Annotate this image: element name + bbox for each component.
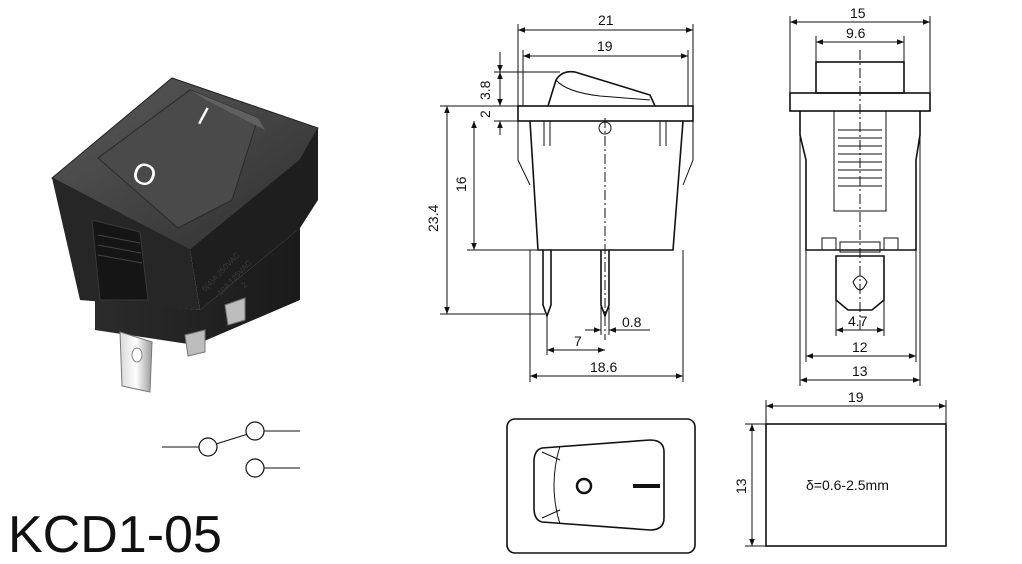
dim-rocker-width: 9.6 [846,25,866,41]
dim-side-body-width: 13 [852,363,868,379]
panel-cutout-drawing: 19 13 δ=0.6-2.5mm [733,389,947,547]
rocker-highlight [190,90,265,130]
rating-line-3: 2 [240,280,250,290]
dim-terminal-thickness: 0.8 [622,314,642,330]
switch-body [95,228,300,345]
top-bezel [506,418,696,554]
top-view-drawing [506,418,696,554]
dim-cutout-width: 19 [848,389,864,405]
dim-front-width-21: 21 [598,12,614,28]
top-rocker [533,439,665,531]
front-terminal-middle [600,250,610,319]
model-name: KCD1-05 [8,506,222,564]
side-body [799,111,921,251]
snap-clip [91,219,149,301]
dim-total-height: 23.4 [425,205,441,232]
front-view-drawing: 21 19 3.8 2 23.4 16 0.8 7 [425,12,694,382]
front-rocker [547,70,656,107]
dim-rocker-height: 3.8 [477,80,493,100]
spdt-switch-symbol-icon [162,421,300,478]
dim-body-height: 16 [453,176,469,192]
cutout-rect [765,423,947,547]
terminal-rear [224,297,246,326]
dim-front-body-width: 18.6 [590,359,617,375]
panel-thickness-note: δ=0.6-2.5mm [806,477,889,493]
rocker [97,89,259,229]
dim-bezel-thickness: 2 [477,110,493,118]
side-terminal [835,255,885,311]
dim-terminal-spacing: 7 [574,333,582,349]
side-terminal-hole [852,275,868,291]
dim-terminal-width: 4.7 [848,313,868,329]
dim-side-body-lower: 12 [852,339,868,355]
terminal-middle [184,329,206,357]
top-off-symbol [575,477,593,495]
switch-photo: I O 6(4)A 250VAC 10A 125VAC 2 [51,77,319,393]
dim-side-width-15: 15 [850,5,866,21]
terminal-hole [131,347,143,363]
dim-cutout-height: 13 [733,478,749,494]
dim-front-width-19: 19 [597,38,613,54]
side-view-drawing: 15 9.6 4.7 12 13 [789,5,931,386]
bezel-right-face [190,128,318,310]
front-terminal-left [542,250,552,319]
